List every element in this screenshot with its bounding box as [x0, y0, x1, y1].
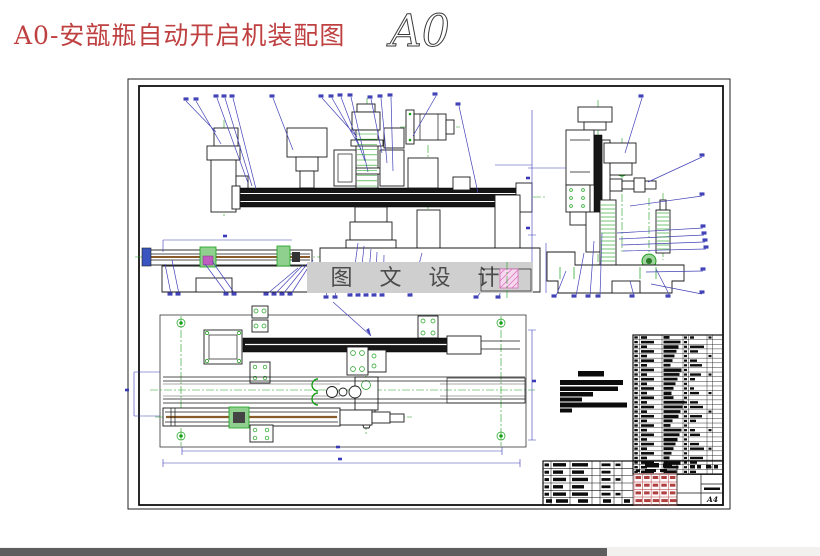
watermark: 图 文 设 计 — [307, 262, 533, 293]
plan-view — [133, 301, 536, 467]
balloon-markers — [125, 92, 709, 461]
sheet-size-handwritten-note: A0 — [386, 6, 450, 57]
front-view — [135, 95, 545, 298]
scrollbar-thumb[interactable] — [0, 548, 607, 556]
title-block: A4 — [542, 460, 724, 506]
drawing-frame — [127, 78, 731, 510]
watermark-text: 图 文 设 计 — [331, 266, 510, 291]
front-view-base-overlay — [480, 262, 532, 298]
parts-list-table — [632, 334, 724, 475]
sheet-format-label: A4 — [706, 495, 718, 504]
technical-notes-block — [560, 371, 627, 413]
drawing-title: A0-安瓿瓶自动开启机装配图 — [13, 21, 345, 50]
horizontal-scrollbar[interactable] — [0, 547, 820, 556]
stamp-grid — [633, 473, 678, 506]
signature-area — [542, 460, 634, 506]
side-view — [528, 97, 707, 297]
title-block-right-cells: A4 — [636, 461, 723, 505]
